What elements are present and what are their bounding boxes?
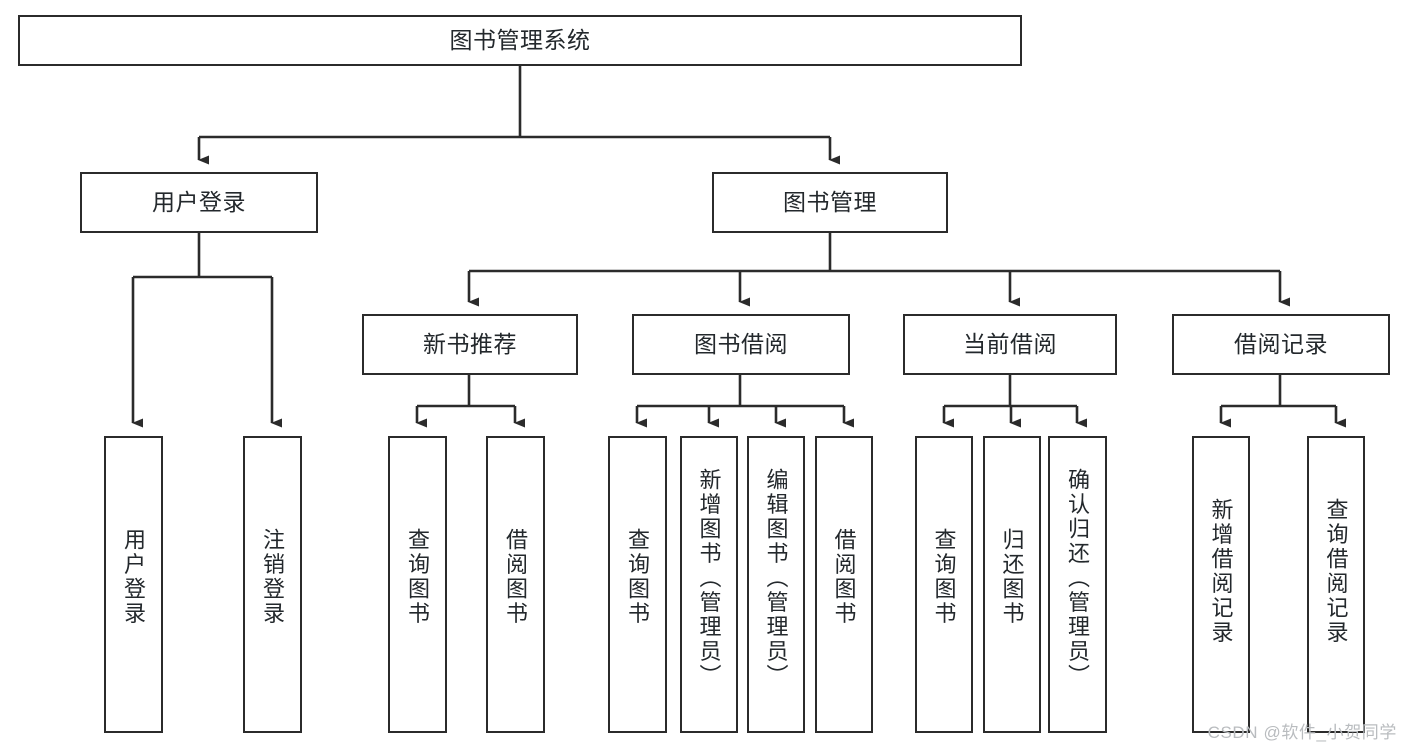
node-root-system-label: 图书管理系统 (449, 26, 591, 53)
leaf-current-borrow-query[interactable]: 查询图书 (915, 436, 973, 733)
leaf-borrow-record-query[interactable]: 查询借阅记录 (1307, 436, 1365, 733)
leaf-borrow-record-add-label: 新增借阅记录 (1208, 498, 1234, 645)
leaf-book-borrow-edit[interactable]: 编辑图书（管理员） (747, 436, 805, 733)
node-book-borrow-label: 图书借阅 (694, 330, 788, 357)
node-new-book-recommend-label: 新书推荐 (423, 330, 517, 357)
leaf-book-borrow-add-label: 新增图书（管理员） (696, 468, 722, 689)
leaf-borrow-record-add[interactable]: 新增借阅记录 (1192, 436, 1250, 733)
leaf-book-borrow-query[interactable]: 查询图书 (608, 436, 667, 733)
leaf-book-borrow-edit-label: 编辑图书（管理员） (763, 468, 789, 689)
leaf-borrow-record-query-label: 查询借阅记录 (1323, 498, 1349, 645)
leaf-current-borrow-confirm[interactable]: 确认归还（管理员） (1048, 436, 1107, 733)
leaf-book-borrow-query-label: 查询图书 (625, 528, 651, 626)
node-current-borrow-label: 当前借阅 (963, 330, 1057, 357)
leaf-user-login-logout-label: 注销登录 (260, 528, 286, 626)
node-book-borrow[interactable]: 图书借阅 (632, 314, 850, 375)
leaf-book-borrow-borrow-label: 借阅图书 (831, 528, 857, 626)
node-new-book-recommend[interactable]: 新书推荐 (362, 314, 578, 375)
leaf-user-login-login[interactable]: 用户登录 (104, 436, 163, 733)
leaf-new-book-borrow-label: 借阅图书 (503, 528, 529, 626)
leaf-user-login-logout[interactable]: 注销登录 (243, 436, 302, 733)
leaf-current-borrow-query-label: 查询图书 (931, 528, 957, 626)
leaf-book-borrow-borrow[interactable]: 借阅图书 (815, 436, 873, 733)
node-book-management-label: 图书管理 (783, 188, 877, 215)
node-root-system[interactable]: 图书管理系统 (18, 15, 1022, 66)
node-current-borrow[interactable]: 当前借阅 (903, 314, 1117, 375)
node-book-management[interactable]: 图书管理 (712, 172, 948, 233)
leaf-book-borrow-add[interactable]: 新增图书（管理员） (680, 436, 738, 733)
node-user-login[interactable]: 用户登录 (80, 172, 318, 233)
leaf-new-book-query-label: 查询图书 (405, 528, 431, 626)
leaf-current-borrow-confirm-label: 确认归还（管理员） (1065, 468, 1091, 689)
csdn-watermark: CSDN @软件_小贺同学 (1207, 723, 1397, 742)
node-borrow-record[interactable]: 借阅记录 (1172, 314, 1390, 375)
leaf-user-login-login-label: 用户登录 (121, 528, 147, 626)
node-user-login-label: 用户登录 (152, 188, 246, 215)
leaf-new-book-query[interactable]: 查询图书 (388, 436, 447, 733)
node-borrow-record-label: 借阅记录 (1234, 330, 1328, 357)
leaf-current-borrow-return-label: 归还图书 (999, 528, 1025, 626)
leaf-current-borrow-return[interactable]: 归还图书 (983, 436, 1041, 733)
leaf-new-book-borrow[interactable]: 借阅图书 (486, 436, 545, 733)
